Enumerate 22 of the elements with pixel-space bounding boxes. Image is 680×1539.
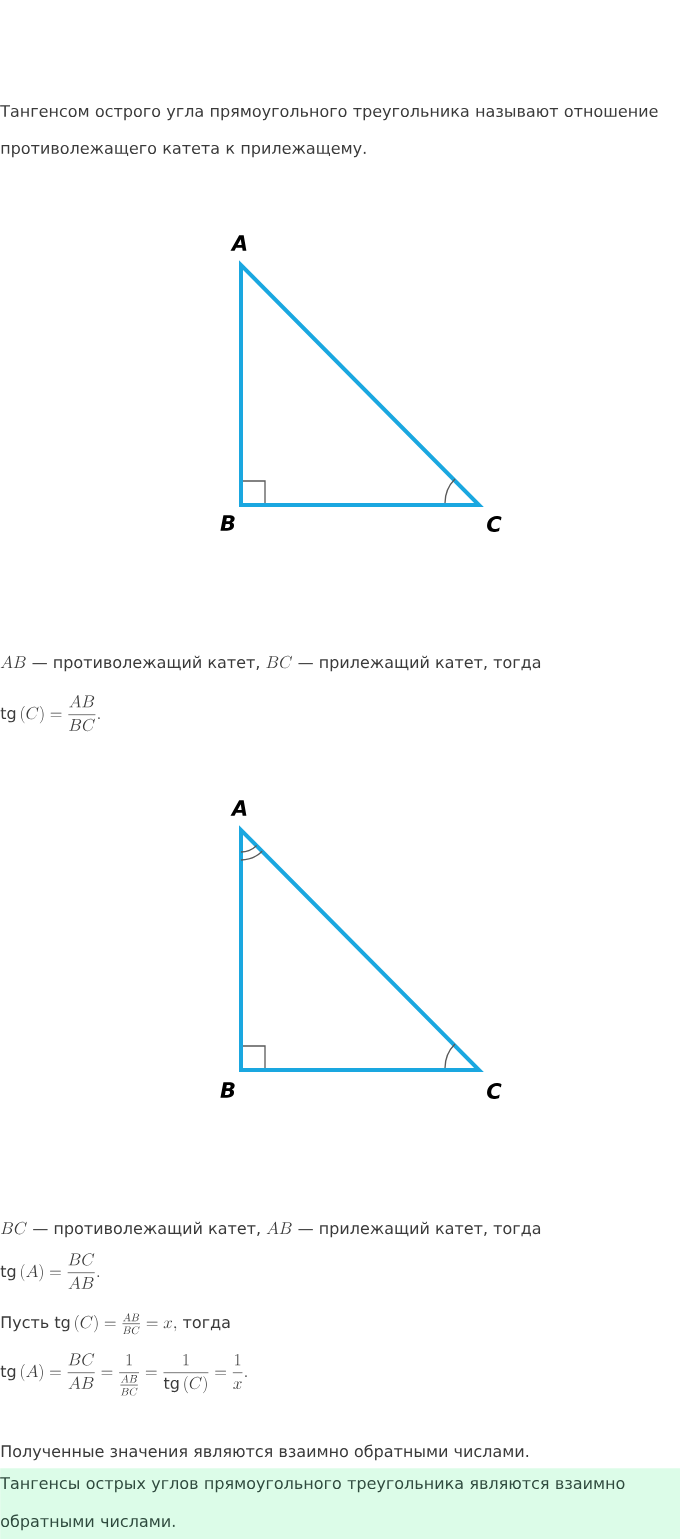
label: $AB$	[266, 1221, 292, 1235]
highlight-box: Тангенсы острых углов прямоугольного треугольника являются взаимно обратными числами.	[0, 1468, 680, 1539]
label: — противолежащий катет,	[33, 1221, 260, 1238]
label: $AB$	[0, 655, 26, 669]
label: — прилежащий катет, тогда	[298, 655, 541, 672]
vertex-label: C	[487, 1083, 502, 1099]
vertex-label: A	[230, 800, 247, 816]
label: $BC$	[1, 1221, 27, 1235]
vertex-label: A	[230, 235, 247, 251]
formula: $\mathrm{tg}\,(C)=\frac{AB}{BC}.$	[0, 695, 100, 732]
vertex-label: B	[220, 515, 235, 531]
text-line: $AB$ — противолежащий катет, $BC$ — прилежащий катет, тогда	[0, 655, 541, 672]
label: — противолежащий катет,	[32, 655, 259, 672]
label: $BC$	[266, 655, 293, 669]
formula: $\mathrm{tg}\,(A)=\frac{BC}{AB}=\frac{1}{\frac{AB}{BC}}=\frac{1}{\mathrm{tg}\,(C)}=\frac{1}{x}.$	[0, 1353, 247, 1396]
label: — прилежащий катет, тогда	[298, 1221, 541, 1238]
vertex-label: B	[220, 1082, 235, 1098]
text-line: $BC$ — противолежащий катет, $AB$ — прилежащий катет, тогда	[1, 1221, 541, 1238]
paragraph: Тангенсом острого угла прямоугольного треугольника называют отношение противолежащего катета к прилежащему.	[0, 105, 658, 158]
text-line: Пусть $\mathrm{tg}\,(C)=\frac{AB}{BC}=x,$ тогда	[1, 1313, 230, 1335]
vertex-label: C	[487, 516, 502, 532]
formula: $\mathrm{tg}\,(A)=\frac{BC}{AB}.$	[0, 1253, 100, 1289]
